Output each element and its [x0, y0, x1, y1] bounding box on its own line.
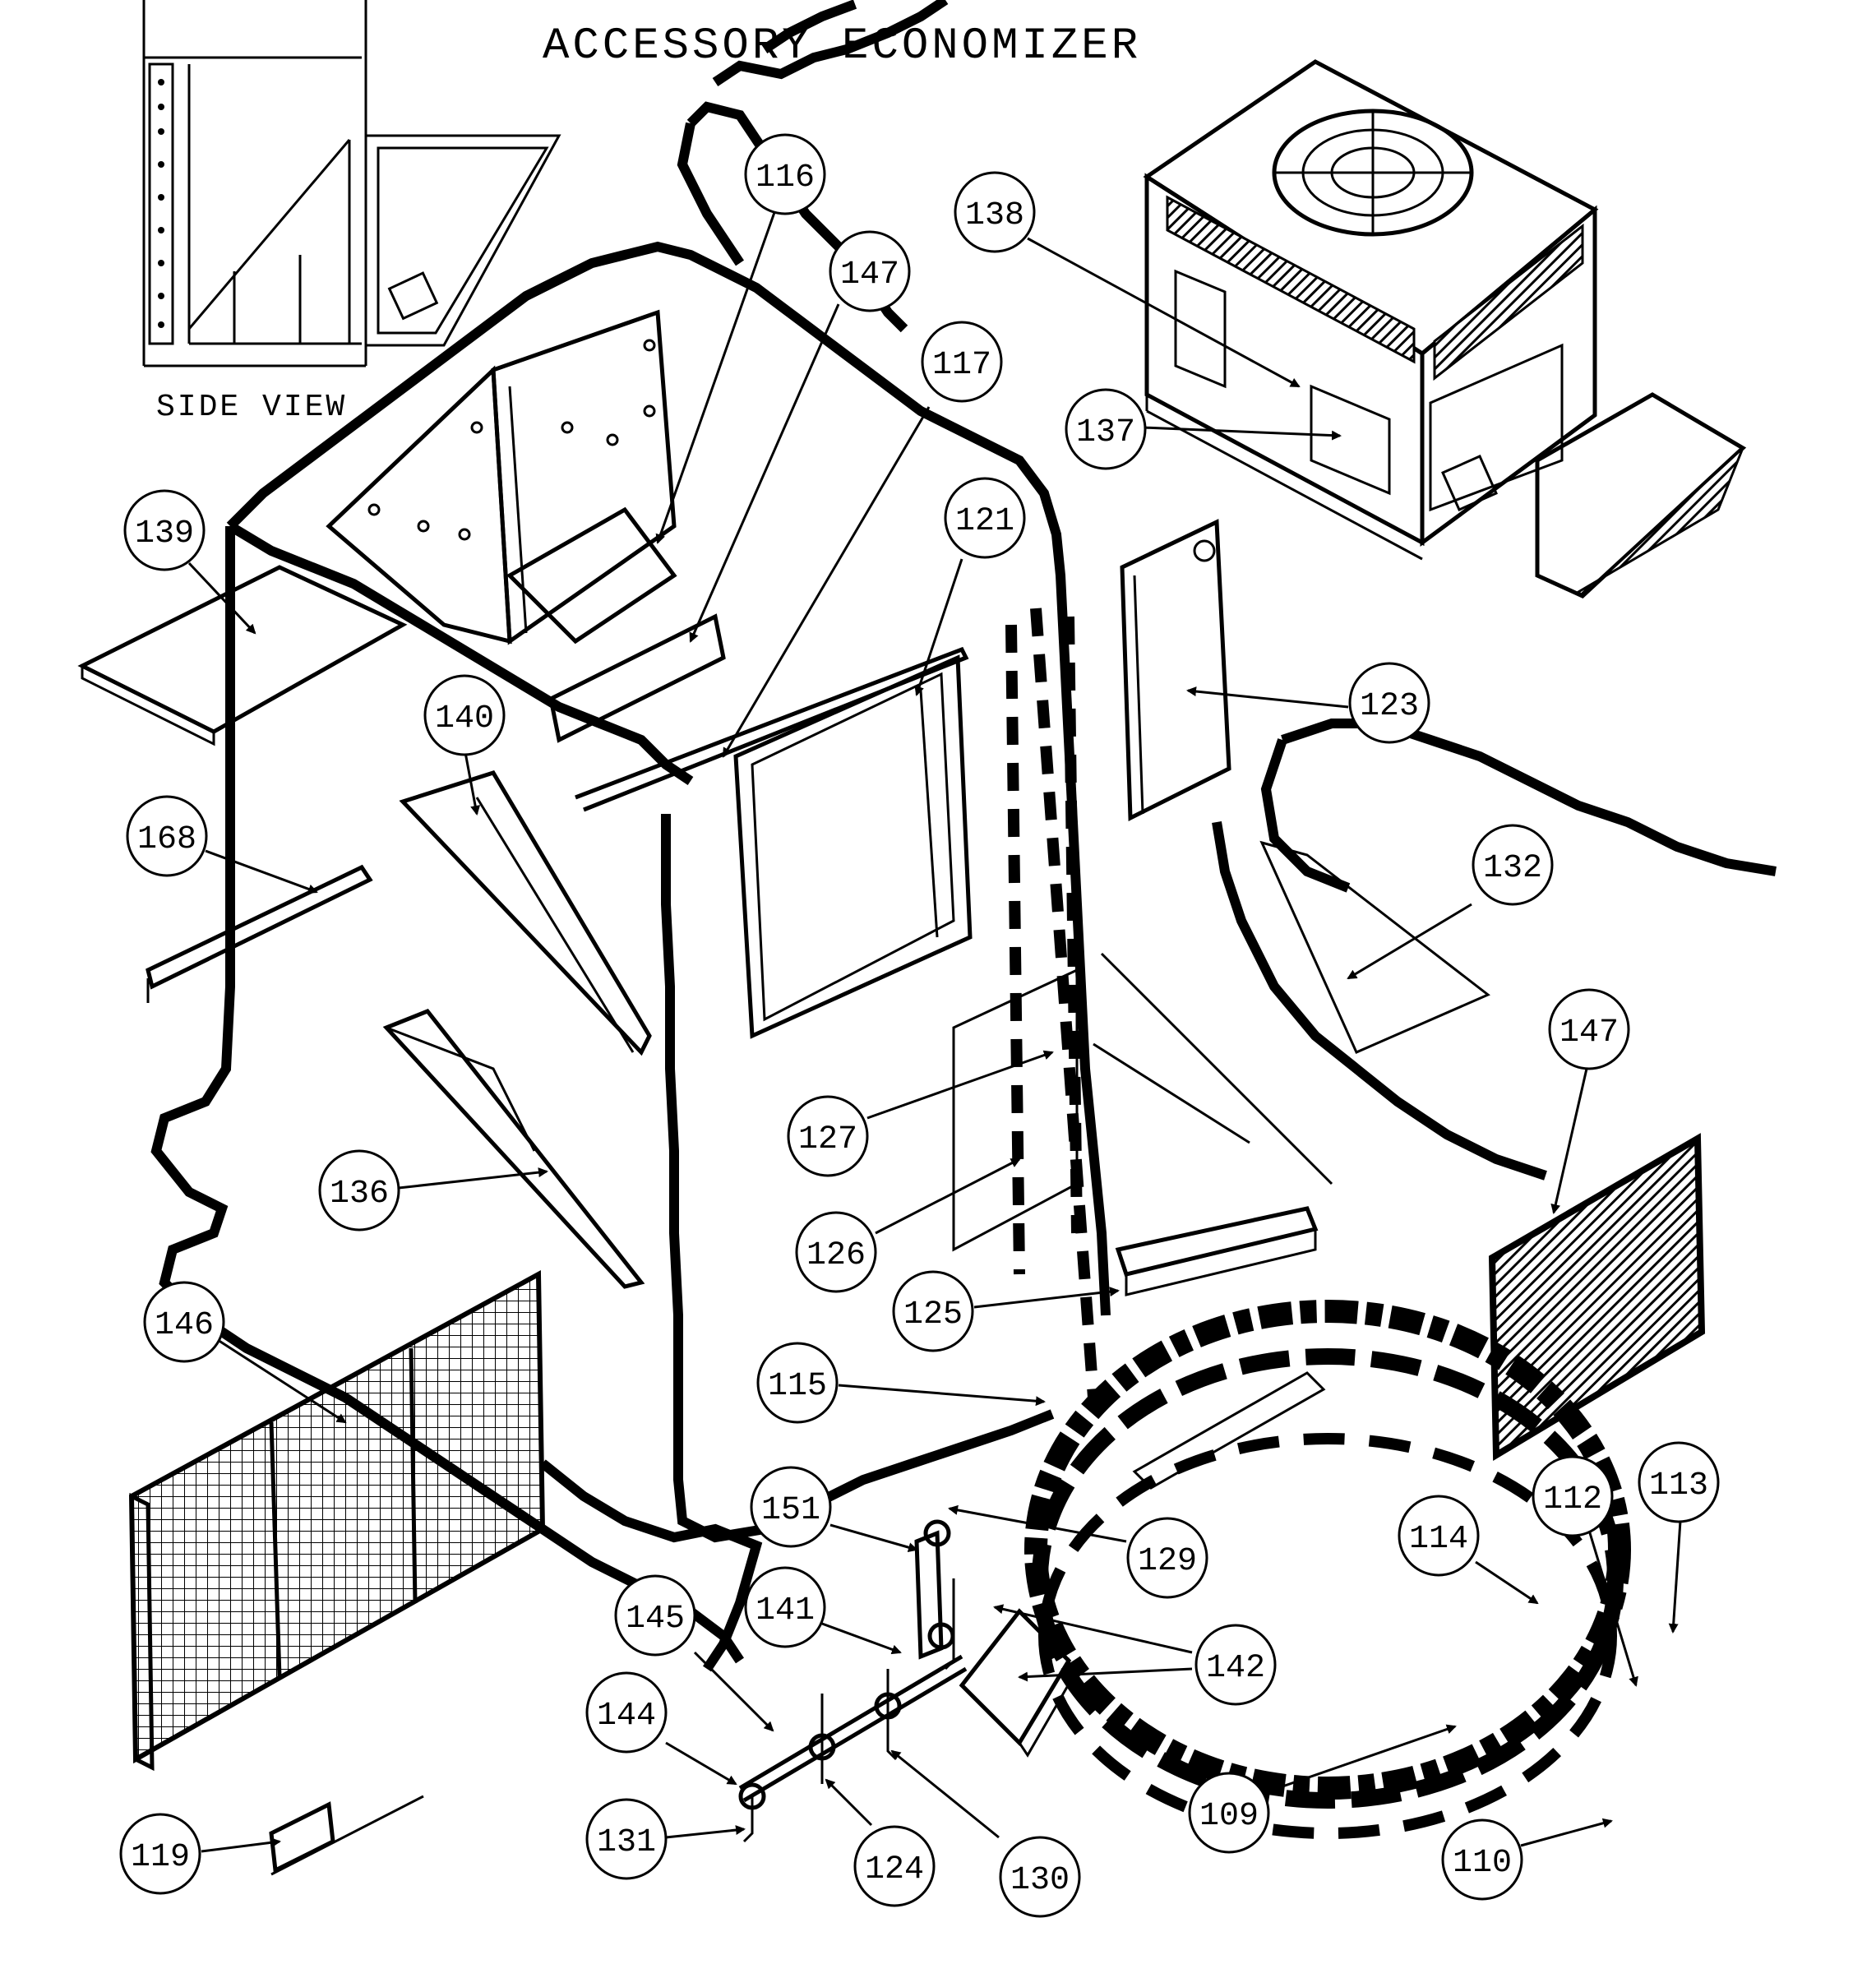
callout-146: 146 [143, 1281, 225, 1363]
callout-list: 116 147 117 138 137 121 139 140 123 132 … [119, 133, 1720, 1918]
svg-text:110: 110 [1453, 1845, 1512, 1882]
damper-bracket [326, 309, 677, 645]
panel-123-hole [1193, 539, 1216, 562]
blade-140-edge [475, 797, 635, 1053]
shelf-125-underside [1125, 1227, 1317, 1296]
svg-text:151: 151 [761, 1492, 820, 1529]
callout-116: 116 [744, 133, 826, 215]
svg-text:127: 127 [798, 1121, 857, 1158]
svg-text:147: 147 [840, 256, 899, 293]
svg-text:126: 126 [806, 1237, 866, 1274]
blade-136 [382, 1008, 645, 1289]
callout-151: 151 [750, 1466, 832, 1548]
filter-support-plate [548, 613, 726, 743]
svg-text:136: 136 [330, 1176, 389, 1213]
plate-119-edge [270, 1795, 424, 1876]
svg-text:121: 121 [955, 503, 1014, 540]
svg-text:113: 113 [1649, 1467, 1708, 1504]
callout-127: 127 [787, 1095, 869, 1177]
blade-140 [399, 770, 652, 1056]
svg-text:145: 145 [626, 1601, 685, 1638]
callout-168: 168 [126, 795, 208, 877]
damper-linkage [738, 1519, 1074, 1843]
svg-text:146: 146 [155, 1307, 214, 1344]
filter-support-edge [575, 656, 724, 733]
svg-text:147: 147 [1559, 1014, 1619, 1051]
svg-text:115: 115 [768, 1368, 827, 1405]
callout-123: 123 [1348, 662, 1430, 744]
blade-136-edge [386, 1026, 536, 1152]
side-view-inset: SIDE VIEW [142, 0, 561, 425]
plate-119 [269, 1801, 335, 1874]
svg-text:124: 124 [865, 1851, 924, 1888]
svg-text:140: 140 [435, 700, 494, 737]
svg-text:119: 119 [131, 1839, 190, 1876]
svg-text:129: 129 [1138, 1543, 1197, 1580]
callout-136: 136 [318, 1149, 400, 1232]
filter-146 [128, 1269, 546, 1772]
svg-text:130: 130 [1010, 1862, 1070, 1899]
svg-text:142: 142 [1206, 1650, 1265, 1687]
callout-138: 138 [954, 171, 1036, 253]
callout-129: 129 [1126, 1517, 1208, 1599]
svg-text:132: 132 [1483, 850, 1542, 887]
svg-text:109: 109 [1199, 1798, 1259, 1835]
svg-text:125: 125 [903, 1296, 963, 1333]
hood-ring [1024, 1300, 1631, 1839]
callout-141: 141 [744, 1566, 826, 1648]
svg-text:168: 168 [137, 821, 196, 858]
leader-lines [187, 205, 1683, 1853]
callout-139: 139 [123, 489, 206, 571]
callout-126: 126 [795, 1211, 877, 1293]
callout-144: 144 [585, 1671, 668, 1754]
rooftop-unit [1143, 59, 1747, 598]
svg-text:138: 138 [965, 197, 1024, 234]
hood-top-plate-edge [81, 663, 215, 746]
callout-119: 119 [119, 1813, 201, 1895]
angle-bracket-121 [575, 646, 969, 812]
callout-130: 130 [999, 1836, 1081, 1918]
callout-137: 137 [1065, 388, 1147, 470]
callout-147-right: 147 [1548, 988, 1630, 1070]
callout-124: 124 [853, 1825, 936, 1907]
damper-frame [733, 654, 1079, 1252]
callout-142: 142 [1194, 1624, 1277, 1706]
svg-text:114: 114 [1409, 1521, 1468, 1558]
svg-text:116: 116 [755, 159, 815, 196]
callout-131: 131 [585, 1798, 668, 1880]
svg-text:139: 139 [135, 515, 194, 552]
hood-top-plate [77, 565, 408, 734]
callout-147-top: 147 [829, 230, 911, 312]
callout-115: 115 [756, 1342, 839, 1424]
svg-text:112: 112 [1543, 1481, 1602, 1518]
economizer-housing [150, 241, 1111, 1672]
panel-123-edge [1133, 575, 1144, 815]
callout-114: 114 [1398, 1495, 1480, 1577]
callout-140: 140 [423, 674, 506, 756]
svg-text:137: 137 [1076, 414, 1135, 451]
callout-121: 121 [944, 477, 1026, 559]
callout-112: 112 [1532, 1455, 1614, 1537]
panel-123 [1120, 519, 1231, 821]
callout-113: 113 [1638, 1441, 1720, 1523]
callout-132: 132 [1472, 824, 1554, 906]
svg-text:141: 141 [755, 1592, 815, 1629]
svg-text:123: 123 [1360, 688, 1419, 725]
side-view-label: SIDE VIEW [156, 390, 347, 425]
svg-text:144: 144 [597, 1698, 656, 1735]
callout-117: 117 [921, 321, 1003, 403]
angle-168 [146, 864, 373, 990]
callout-125: 125 [892, 1270, 974, 1352]
callout-145: 145 [614, 1574, 696, 1657]
shelf-125 [1115, 1206, 1319, 1277]
callout-109: 109 [1188, 1772, 1270, 1854]
relief-hood [1093, 719, 1777, 1185]
svg-text:117: 117 [932, 347, 991, 384]
svg-text:131: 131 [597, 1824, 656, 1861]
callout-110: 110 [1441, 1818, 1523, 1901]
